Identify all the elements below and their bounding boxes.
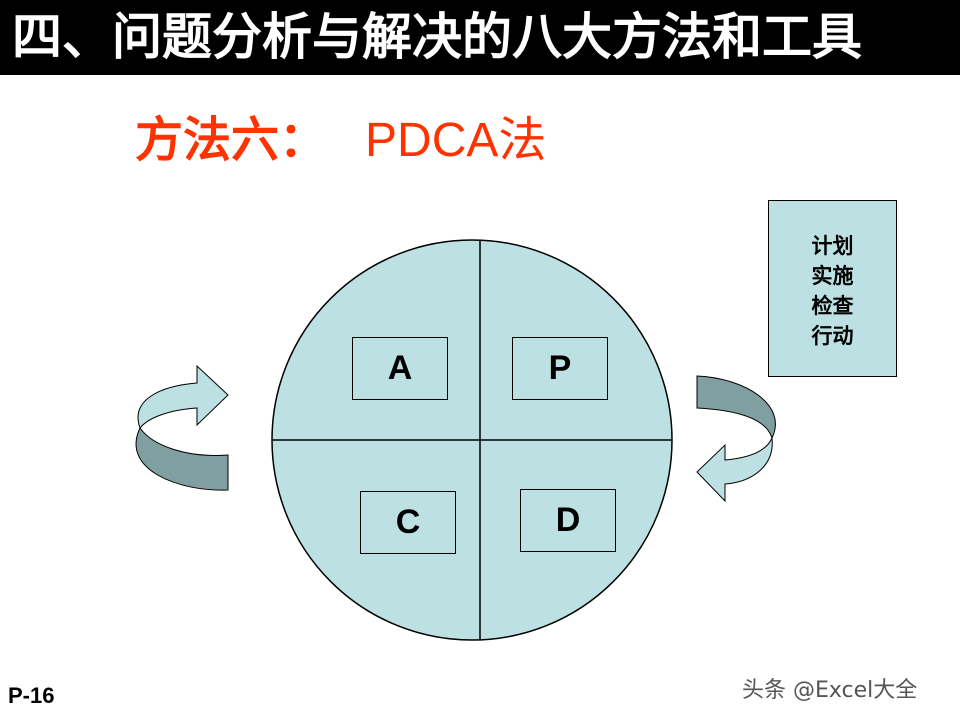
method-heading: 方法六： PDCA法 <box>135 108 546 173</box>
quadrant-plan: P <box>512 337 608 400</box>
page-number: P-16 <box>8 683 55 708</box>
legend-item: 计划 <box>811 234 854 258</box>
legend-item: 实施 <box>811 264 854 288</box>
legend-item: 行动 <box>811 324 854 348</box>
curved-arrow-icon <box>696 375 776 503</box>
quadrant-check: C <box>360 491 456 554</box>
watermark: 头条 @Excel大全 <box>742 678 918 703</box>
legend-item: 检查 <box>811 294 854 318</box>
page-title: 四、问题分析与解决的八大方法和工具 <box>12 8 862 66</box>
legend-box: 计划 实施 检查 行动 <box>768 200 897 377</box>
curved-arrow-icon <box>135 364 229 491</box>
title-bar: 四、问题分析与解决的八大方法和工具 <box>0 0 960 75</box>
method-number: 方法六： <box>135 112 328 168</box>
quadrant-act: A <box>352 337 448 400</box>
method-name: PDCA法 <box>365 114 547 167</box>
quadrant-do: D <box>520 489 616 552</box>
